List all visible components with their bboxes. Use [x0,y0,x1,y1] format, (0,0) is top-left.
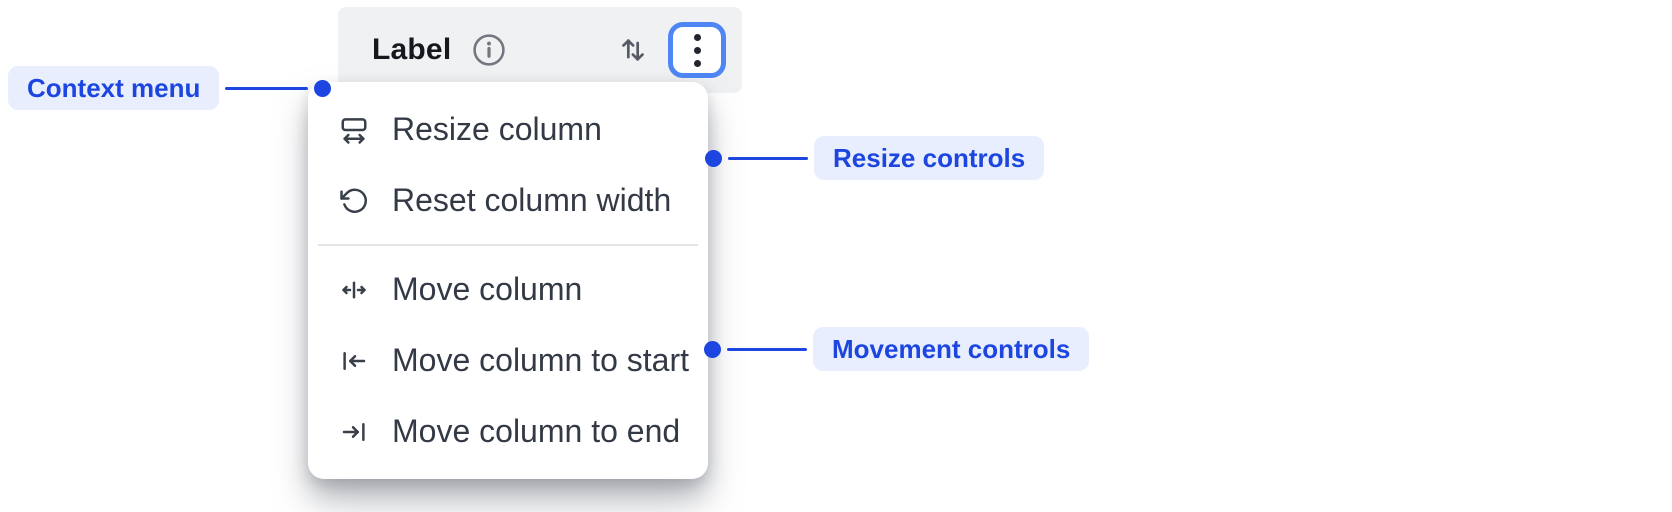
reset-column-width-icon [338,185,370,217]
move-column-to-start-icon [338,345,370,377]
annotation-pill: Movement controls [813,327,1090,371]
annotation-dot [704,340,721,358]
menu-item-move-column-to-end[interactable]: Move column to end [308,396,708,467]
column-header-title: Label [372,33,452,66]
resize-column-icon [338,114,370,146]
annotation-dot [314,79,332,97]
move-column-icon [338,274,370,306]
annotation-line [728,156,808,160]
menu-item-label: Move column to end [392,413,681,449]
annotation-pill: Context menu [8,66,220,110]
menu-divider [318,244,698,246]
menu-item-resize-column[interactable]: Resize column [308,94,708,165]
column-header[interactable]: Label [338,7,742,93]
annotation-line [225,86,309,90]
info-icon[interactable] [471,32,507,68]
menu-item-move-column[interactable]: Move column [308,254,708,325]
annotation-context-menu: Context menu [8,66,332,110]
sort-icon[interactable] [616,33,650,67]
annotation-line [727,347,807,351]
annotation-movement-controls: Movement controls [704,327,1090,371]
menu-item-label: Move column to start [392,342,689,378]
kebab-dot [693,59,701,67]
context-menu: Resize column Reset column width [308,82,708,479]
annotation-pill: Resize controls [814,136,1045,180]
kebab-menu-button[interactable] [668,22,726,78]
menu-item-label: Resize column [392,111,602,147]
move-column-to-end-icon [338,416,370,448]
menu-item-move-column-to-start[interactable]: Move column to start [308,325,708,396]
menu-item-reset-column-width[interactable]: Reset column width [308,165,708,236]
menu-item-label: Move column [392,271,583,307]
annotation-resize-controls: Resize controls [705,136,1045,180]
kebab-dot [693,33,701,41]
kebab-dot [693,46,701,54]
menu-item-label: Reset column width [392,182,672,218]
annotation-dot [705,149,722,167]
